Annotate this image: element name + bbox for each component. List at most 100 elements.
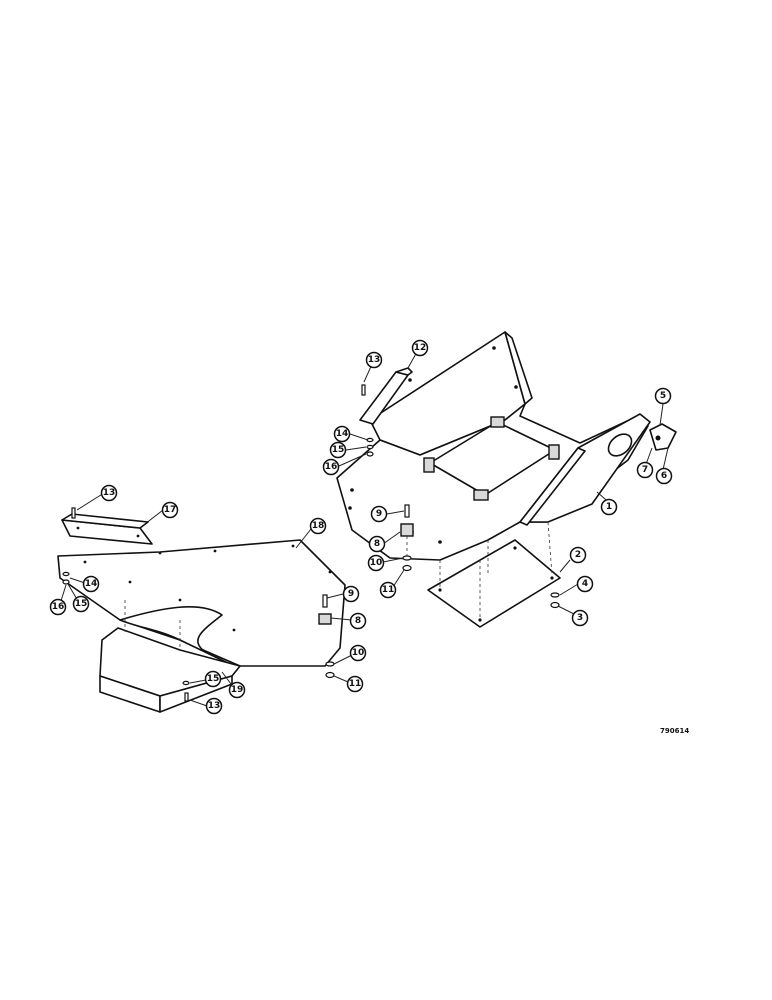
bolt-hole [83,560,87,564]
bolt [361,384,366,396]
bolt-hole [136,534,140,538]
bolt [184,692,189,702]
side-plate-flange [519,447,586,526]
callout-13: 13 [365,351,383,369]
svg-text:16: 16 [52,602,65,612]
callout-5: 5 [654,387,672,405]
callout-8: 8 [349,612,367,630]
svg-text:15: 15 [332,445,345,455]
svg-text:17: 17 [164,505,177,515]
callout-9: 9 [370,505,388,523]
svg-text:18: 18 [312,521,325,531]
svg-text:14: 14 [85,579,98,589]
washer [182,680,190,686]
bolt-hole [232,628,236,632]
svg-text:12: 12 [414,343,427,353]
callout-4: 4 [576,575,594,593]
callout-15: 15 [204,670,222,688]
bolt-hole [438,588,442,592]
callout-13: 13 [100,484,118,502]
spacer-block [318,613,332,625]
mounting-pad [548,444,560,460]
bolt [404,504,410,518]
top-strip-flange [395,367,413,376]
lower-cover-plate [427,539,561,628]
callout-12: 12 [411,339,429,357]
callout-14: 14 [333,425,351,443]
bracket-hole [655,435,661,441]
nut [325,671,335,679]
svg-text:13: 13 [368,355,381,365]
bolt-hole [328,570,332,574]
bolt-hole [291,544,295,548]
svg-text:5: 5 [660,391,666,401]
svg-text:8: 8 [374,539,380,549]
bolt-hole [492,346,496,350]
bolt-hole [514,385,518,389]
bolt-hole [178,598,182,602]
bolt-hole [478,618,482,622]
callout-6: 6 [655,467,673,485]
side-plate-hole [607,433,633,457]
svg-text:14: 14 [336,429,349,439]
bolt-hole [213,549,217,553]
svg-text:11: 11 [382,585,395,595]
svg-text:19: 19 [231,685,244,695]
callout-11: 11 [346,675,364,693]
washer [402,555,412,561]
bolt [71,507,76,519]
callout-10: 10 [349,644,367,662]
bolt-hole [128,580,132,584]
bolt-hole [76,526,80,530]
bolt [322,594,328,608]
figure-reference-code: 790614 [660,727,689,735]
svg-text:2: 2 [575,550,581,560]
callout-10: 10 [367,554,385,572]
washer [550,592,560,598]
callout-18: 18 [309,517,327,535]
callout-2: 2 [569,546,587,564]
plate-cutout [119,606,231,665]
svg-text:13: 13 [103,488,116,498]
callout-15: 15 [329,441,347,459]
svg-text:4: 4 [582,579,588,589]
svg-text:13: 13 [208,701,221,711]
nut [402,564,412,572]
callout-9: 9 [342,585,360,603]
callout-3: 3 [571,609,589,627]
callout-8: 8 [368,535,386,553]
callout-1: 1 [600,498,618,516]
callout-19: 19 [228,681,246,699]
svg-text:8: 8 [355,616,361,626]
callout-15: 15 [72,595,90,613]
svg-text:6: 6 [661,471,667,481]
washer [366,444,374,450]
bolt-hole [158,551,162,555]
svg-text:11: 11 [349,679,362,689]
callout-17: 17 [161,501,179,519]
nut [62,579,70,585]
bolt-hole [438,540,442,544]
washer [62,571,70,577]
bolt-hole [348,506,352,510]
nut [366,451,374,457]
left-floor-plate-assembly [57,507,346,713]
callout-14: 14 [82,575,100,593]
callout-16: 16 [322,458,340,476]
mounting-pad [423,457,435,473]
mounting-pad [473,489,489,501]
svg-text:10: 10 [352,648,365,658]
svg-text:16: 16 [325,462,338,472]
svg-text:9: 9 [348,589,354,599]
callout-11: 11 [379,581,397,599]
bolt-hole [513,546,517,550]
left-floor-plate [57,539,346,667]
svg-text:15: 15 [75,599,88,609]
callout-16: 16 [49,598,67,616]
right-floor-plate-assembly [336,331,677,628]
bolt-hole [408,378,412,382]
svg-text:9: 9 [376,509,382,519]
callout-7: 7 [636,461,654,479]
bolt-hole [350,488,354,492]
